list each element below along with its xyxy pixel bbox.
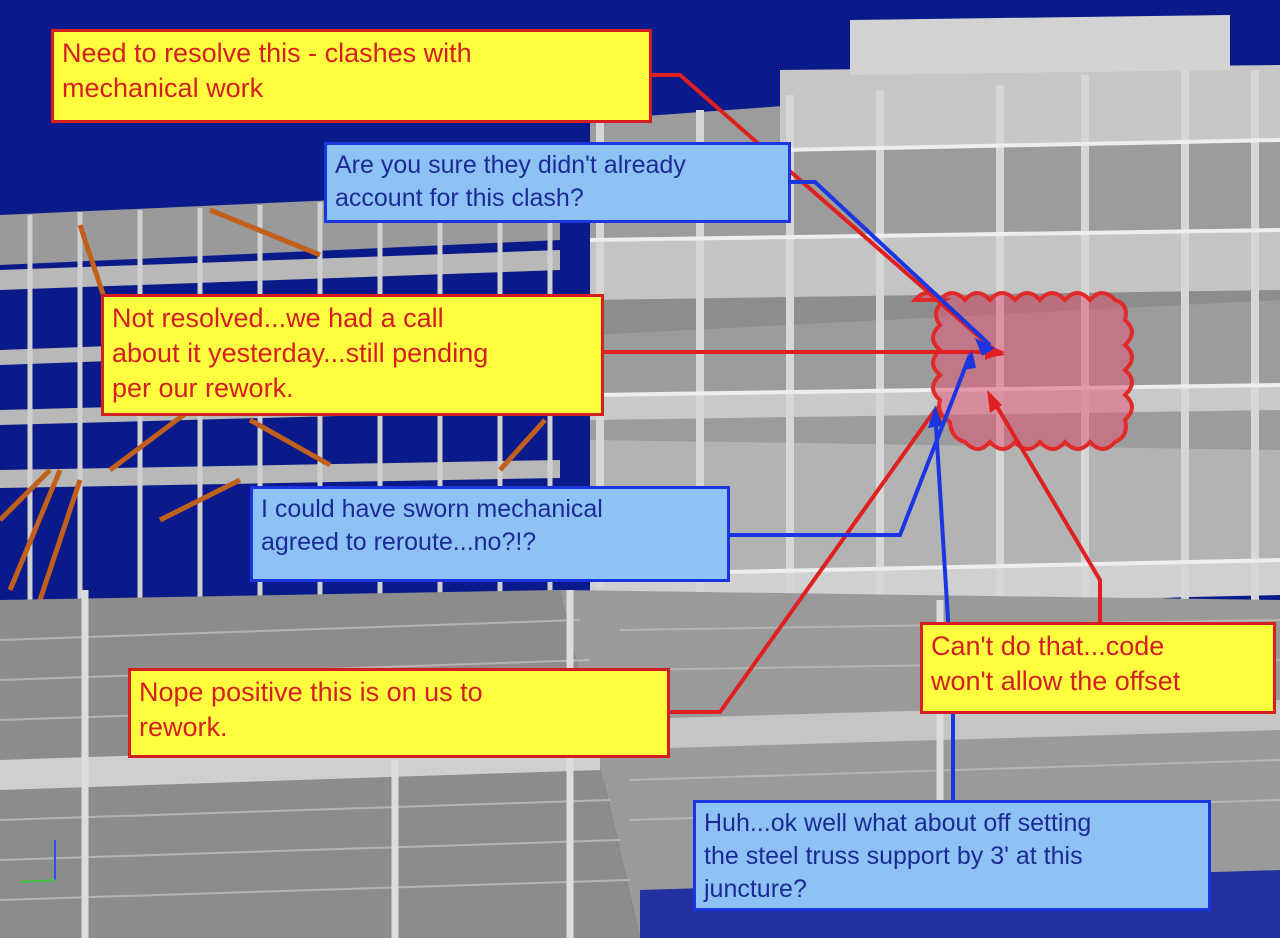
comment-c1[interactable]: Need to resolve this - clashes with mech… xyxy=(51,29,652,123)
comment-c3[interactable]: Not resolved...we had a call about it ye… xyxy=(101,294,604,416)
comment-c6[interactable]: Can't do that...code won't allow the off… xyxy=(920,622,1276,714)
blue-arrowheads xyxy=(928,338,995,428)
comment-c5[interactable]: Nope positive this is on us to rework. xyxy=(128,668,670,758)
comment-c4[interactable]: I could have sworn mechanical agreed to … xyxy=(250,486,730,582)
comment-c7[interactable]: Huh...ok well what about off setting the… xyxy=(693,800,1211,911)
red-leaders xyxy=(603,73,1102,714)
axis-triad-icon xyxy=(19,840,56,883)
clash-revision-cloud[interactable] xyxy=(910,291,1134,451)
comment-c2[interactable]: Are you sure they didn't already account… xyxy=(324,142,791,223)
